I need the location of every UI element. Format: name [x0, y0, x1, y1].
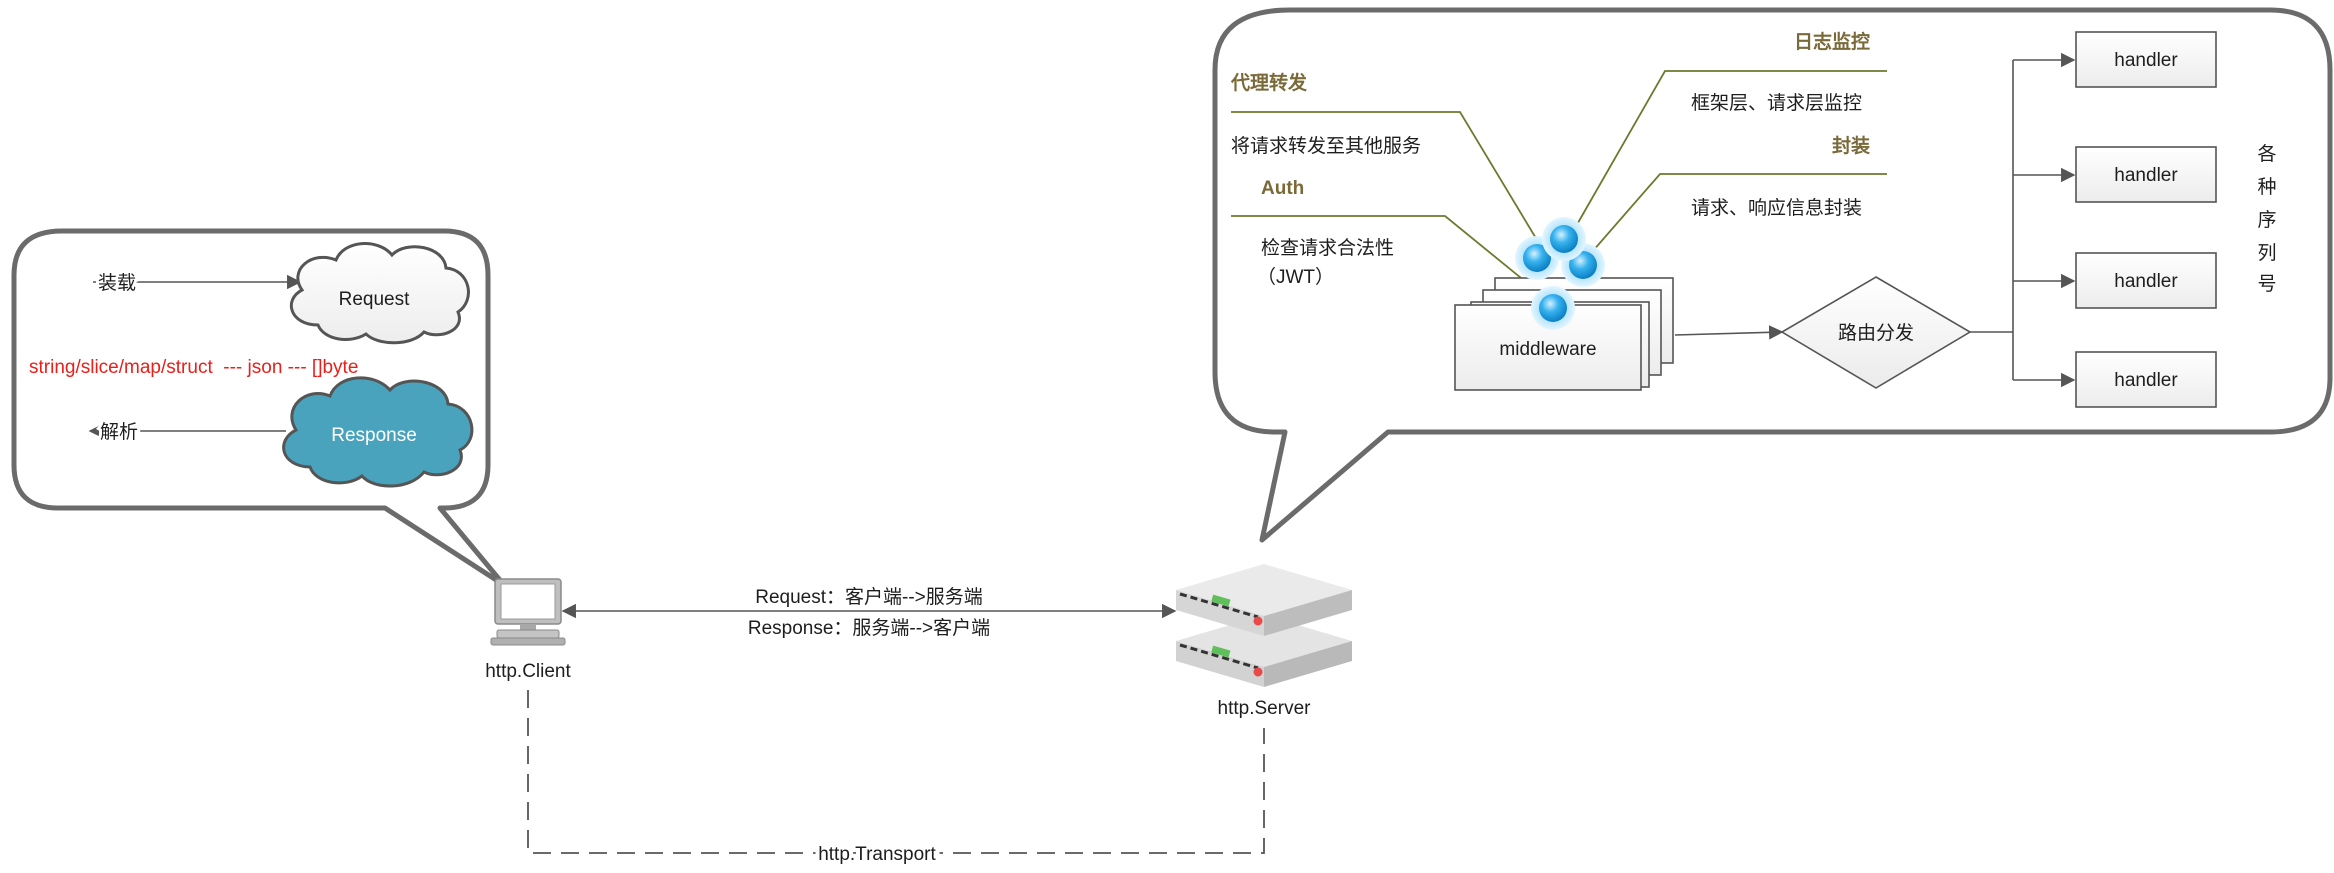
proxy-title: 代理转发 [1230, 71, 1308, 94]
log-desc: 框架层、请求层监控 [1691, 92, 1862, 114]
response-cloud: Response [282, 376, 474, 488]
handler-3-label: handler [2114, 271, 2178, 292]
serial-note-char: 序 [2257, 209, 2276, 231]
handler-1: handler [2075, 31, 2217, 88]
handler-4: handler [2075, 351, 2217, 408]
auth-title: Auth [1261, 178, 1304, 199]
response-cloud-label: Response [331, 425, 417, 446]
handler-1-label: handler [2114, 50, 2178, 71]
handler-3: handler [2075, 252, 2217, 309]
transport-label: http.Transport [818, 844, 936, 865]
proxy-leader [1231, 111, 1538, 241]
serial-note-char: 各 [2257, 143, 2276, 165]
response-direction: Response：服务端-->客户端 [748, 617, 990, 639]
router-node: 路由分发 [1780, 276, 1972, 389]
auth-desc-2: （JWT） [1257, 266, 1334, 288]
middleware-beads [1515, 217, 1605, 330]
request-cloud-label: Request [339, 289, 410, 310]
log-title: 日志监控 [1794, 30, 1870, 53]
middleware-label: middleware [1499, 339, 1596, 360]
client-label: http.Client [485, 661, 571, 682]
load-label: 装载 [98, 272, 136, 294]
serial-note: 各 种 序 列 号 [2257, 143, 2276, 295]
transport-path [527, 690, 1265, 854]
request-cloud: Request [289, 242, 470, 345]
encoding-line: string/slice/map/struct --- json --- []b… [29, 357, 358, 378]
server-icon [1176, 564, 1352, 687]
router-fanout [1970, 52, 2076, 388]
server-bubble: 代理转发 将请求转发至其他服务 Auth 检查请求合法性 （JWT） 日志监控 … [1212, 7, 2333, 543]
wrap-title: 封装 [1832, 134, 1870, 157]
auth-desc-1: 检查请求合法性 [1261, 237, 1394, 259]
serial-note-char: 种 [2257, 176, 2276, 198]
router-label: 路由分发 [1838, 322, 1914, 344]
computer-icon [490, 578, 566, 646]
serial-note-char: 号 [2257, 274, 2276, 295]
auth-leader [1231, 215, 1549, 301]
log-leader [1574, 70, 1887, 229]
wrap-desc: 请求、响应信息封装 [1691, 197, 1862, 219]
wrap-leader [1584, 173, 1887, 261]
proxy-desc: 将请求转发至其他服务 [1231, 135, 1421, 157]
serial-note-char: 列 [2257, 242, 2276, 264]
request-direction: Request：客户端-->服务端 [755, 586, 983, 608]
handler-2-label: handler [2114, 165, 2178, 186]
handler-4-label: handler [2114, 370, 2178, 391]
parse-label: 解析 [100, 421, 138, 443]
handler-2: handler [2075, 146, 2217, 203]
server-label: http.Server [1218, 698, 1312, 719]
client-bubble: 装载 Request string/slice/map/struct --- j… [11, 228, 507, 588]
